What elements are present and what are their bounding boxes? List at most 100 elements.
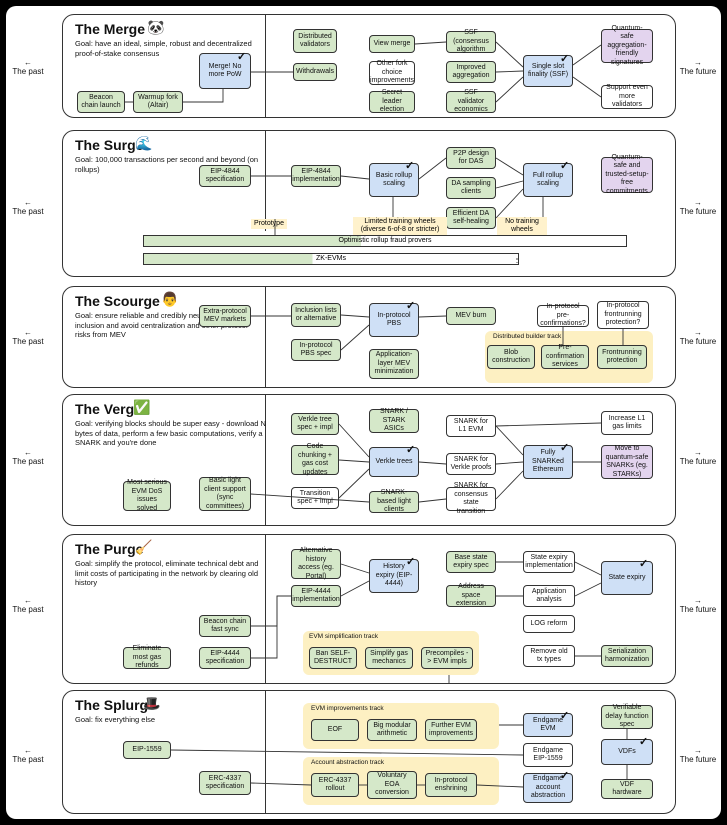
section-goal: Goal: simplify the protocol, eliminate t… [75, 559, 259, 587]
snark-l1-evm: SNARK for L1 EVM [446, 415, 496, 437]
code-chunking: Code chunking + gas cost updates [291, 443, 339, 476]
check-icon: ✓ [406, 556, 416, 568]
person-icon: 👨 [161, 291, 179, 307]
frontrunning-protection: Frontrunning protection [597, 345, 647, 369]
increase-l1-gas: Increase L1 gas limits [601, 411, 653, 435]
future-label: →The future [679, 596, 717, 614]
section-scourge: The Scourge 👨 Goal: ensure reliable and … [62, 286, 676, 388]
future-label: →The future [679, 328, 717, 346]
checkmark-icon: ✅ [133, 399, 151, 415]
secret-leader-election: Secret leader election [369, 89, 415, 113]
section-verge: The Verge ✅ Goal: verifying blocks shoul… [62, 394, 676, 526]
quantum-safe-snarks: Move to quantum-safe SNARKs (eg. STARKs) [601, 445, 653, 479]
check-icon: ✓ [560, 160, 570, 172]
check-icon: ✓ [560, 53, 570, 65]
snark-verkle-proofs: SNARK for Verkle proofs [446, 453, 496, 475]
section-title: The Merge [75, 21, 146, 37]
past-label: ←The past [12, 746, 44, 764]
broom-icon: 🧹 [135, 539, 153, 555]
check-icon: ✓ [405, 160, 415, 172]
fully-snarked: Fully SNARKed Ethereum [523, 445, 573, 479]
track-label: Distributed builder track [493, 333, 562, 340]
eip4444-impl: EIP-4444 implementation [291, 585, 341, 607]
section-splurge: The Splurge 🎩 Goal: fix everything else … [62, 690, 676, 814]
in-protocol-enshrining: In-protocol enshrining [425, 773, 477, 797]
base-state-expiry: Base state expiry spec [446, 551, 496, 573]
das-clients: DA sampling clients [446, 177, 496, 199]
past-label: ←The past [12, 328, 44, 346]
basic-rollup-scaling: Basic rollup scaling [369, 163, 419, 197]
ssf-consensus: SSF (consensus algorithm [446, 29, 496, 53]
vdfs: VDFs [601, 739, 653, 765]
wave-icon: 🌊 [135, 135, 153, 151]
roadmap-diagram: ←The past →The future ←The past →The future… [6, 6, 721, 819]
connector-lines [250, 422, 602, 503]
divider [265, 691, 266, 813]
quantum-safe-signatures: Quantum-safe aggregation-friendly signat… [601, 25, 653, 66]
beacon-chain-launch: Beacon chain launch [77, 91, 125, 113]
endgame-aa: Endgame account abstraction [523, 773, 573, 803]
single-slot-finality: Single slot finality (SSF) [523, 55, 573, 87]
divider [265, 131, 266, 231]
eof: EOF [311, 719, 359, 741]
improved-aggregation: Improved aggregation [446, 61, 496, 83]
connector-lines [170, 724, 628, 788]
panda-icon: 🐼 [147, 19, 165, 35]
voluntary-eoa: Voluntary EOA conversion [367, 771, 417, 799]
blob-construction: Blob construction [487, 345, 535, 369]
divider [265, 287, 266, 387]
check-icon: ✓ [560, 770, 570, 782]
log-reform: LOG reform [523, 615, 575, 633]
in-protocol-pbs: In-protocol PBS [369, 303, 419, 337]
divider [265, 395, 266, 525]
section-goal: Goal: 100,000 transactions per second an… [75, 155, 259, 174]
check-icon: ✓ [406, 300, 416, 312]
section-surge: The Surge 🌊 Goal: 100,000 transactions p… [62, 130, 676, 277]
vdf-hardware: VDF hardware [601, 779, 653, 799]
alt-history-access: Alternative history access (eg. Portal) [291, 547, 341, 580]
top-hat-icon: 🎩 [143, 695, 161, 711]
verkle-trees: Verkle trees [369, 447, 419, 477]
connector-lines [251, 314, 624, 351]
future-label: →The future [679, 448, 717, 466]
section-title: The Scourge [75, 293, 160, 309]
precompiles-evm: Precompiles -> EVM impls [421, 647, 473, 669]
inclusion-lists: Inclusion lists or alternative [291, 303, 341, 327]
optimistic-rollup-bar: Optimistic rollup fraud provers [143, 235, 627, 247]
check-icon: ✓ [560, 442, 570, 454]
vdf-spec: Verifiable delay function spec [601, 704, 653, 729]
merge-box: Merge! No more PoW [199, 53, 251, 89]
section-title: The Verge [75, 401, 142, 417]
withdrawals: Withdrawals [293, 63, 337, 81]
future-label: →The future [679, 746, 717, 764]
no-training-label: No training wheels [497, 217, 547, 235]
check-icon: ✓ [406, 444, 416, 456]
connector-lines [125, 41, 602, 103]
further-evm: Further EVM improvements [425, 719, 477, 741]
full-rollup-scaling: Full rollup scaling [523, 163, 573, 197]
eip4844-impl: EIP-4844 implementation [291, 165, 341, 187]
beacon-fast-sync: Beacon chain fast sync [199, 615, 251, 637]
zk-evm-bar: ZK-EVMs [143, 253, 519, 265]
quantum-safe-commitments: Quantum-safe and trusted-setup-free comm… [601, 154, 653, 195]
erc4337-rollout: ERC-4337 rollout [311, 773, 359, 797]
verkle-tree-spec: Verkle tree spec + impl [291, 413, 339, 435]
divider [265, 535, 266, 683]
check-icon: ✓ [560, 710, 570, 722]
eliminate-gas-refunds: Eliminate most gas refunds [123, 645, 171, 669]
eip4444-spec: EIP-4444 specification [199, 647, 251, 669]
ban-selfdestruct: Ban SELF-DESTRUCT [309, 647, 357, 669]
past-label: ←The past [12, 596, 44, 614]
warmup-fork: Warmup fork (Altair) [133, 91, 183, 113]
endgame-evm: Endgame EVM [523, 713, 573, 737]
snark-light-clients: SNARK-based light clients [369, 489, 419, 513]
evm-dos-solved: Most serious EVM DoS issues solved [123, 479, 171, 512]
pbs-spec: In-protocol PBS spec [291, 339, 341, 361]
prototype-label: Prototype [251, 219, 287, 229]
state-expiry: State expiry [601, 561, 653, 595]
serialization-harmonization: Serialization harmonization [601, 645, 653, 667]
application-analysis: Application analysis [523, 585, 575, 607]
history-expiry: History expiry (EIP-4444) [369, 559, 419, 593]
section-purge: The Purge 🧹 Goal: simplify the protocol,… [62, 534, 676, 684]
extra-protocol-mev: Extra-protocol MEV markets [199, 305, 251, 327]
